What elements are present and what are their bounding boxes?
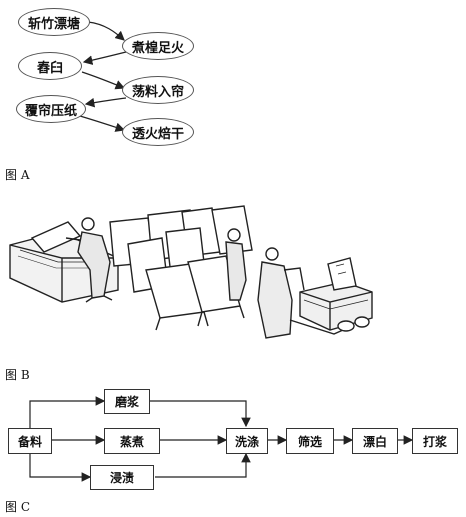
step-node: 覆帘压纸: [16, 95, 86, 123]
flow-node-grind: 磨浆: [104, 389, 150, 414]
flow-node-screen: 筛选: [286, 428, 334, 454]
figure-b-caption: 图 B: [5, 368, 30, 382]
flow-node-bleach: 漂白: [352, 428, 398, 454]
flow-node-beat: 打浆: [412, 428, 458, 454]
flow-node-wash: 洗涤: [226, 428, 268, 454]
figure-a-arrows: [79, 21, 127, 132]
step-node: 荡料入帘: [122, 76, 194, 104]
step-node: 煮楻足火: [122, 32, 194, 60]
step-node: 斩竹漂塘: [18, 8, 90, 36]
figure-c-caption: 图 C: [5, 500, 30, 514]
flow-node-soak: 浸渍: [90, 465, 154, 490]
flow-node-cook: 蒸煮: [104, 428, 160, 454]
flow-node-prepare: 备料: [8, 428, 52, 454]
figure-a-caption: 图 A: [5, 168, 30, 182]
step-node: 透火焙干: [122, 118, 194, 146]
step-node: 舂臼: [18, 52, 82, 80]
